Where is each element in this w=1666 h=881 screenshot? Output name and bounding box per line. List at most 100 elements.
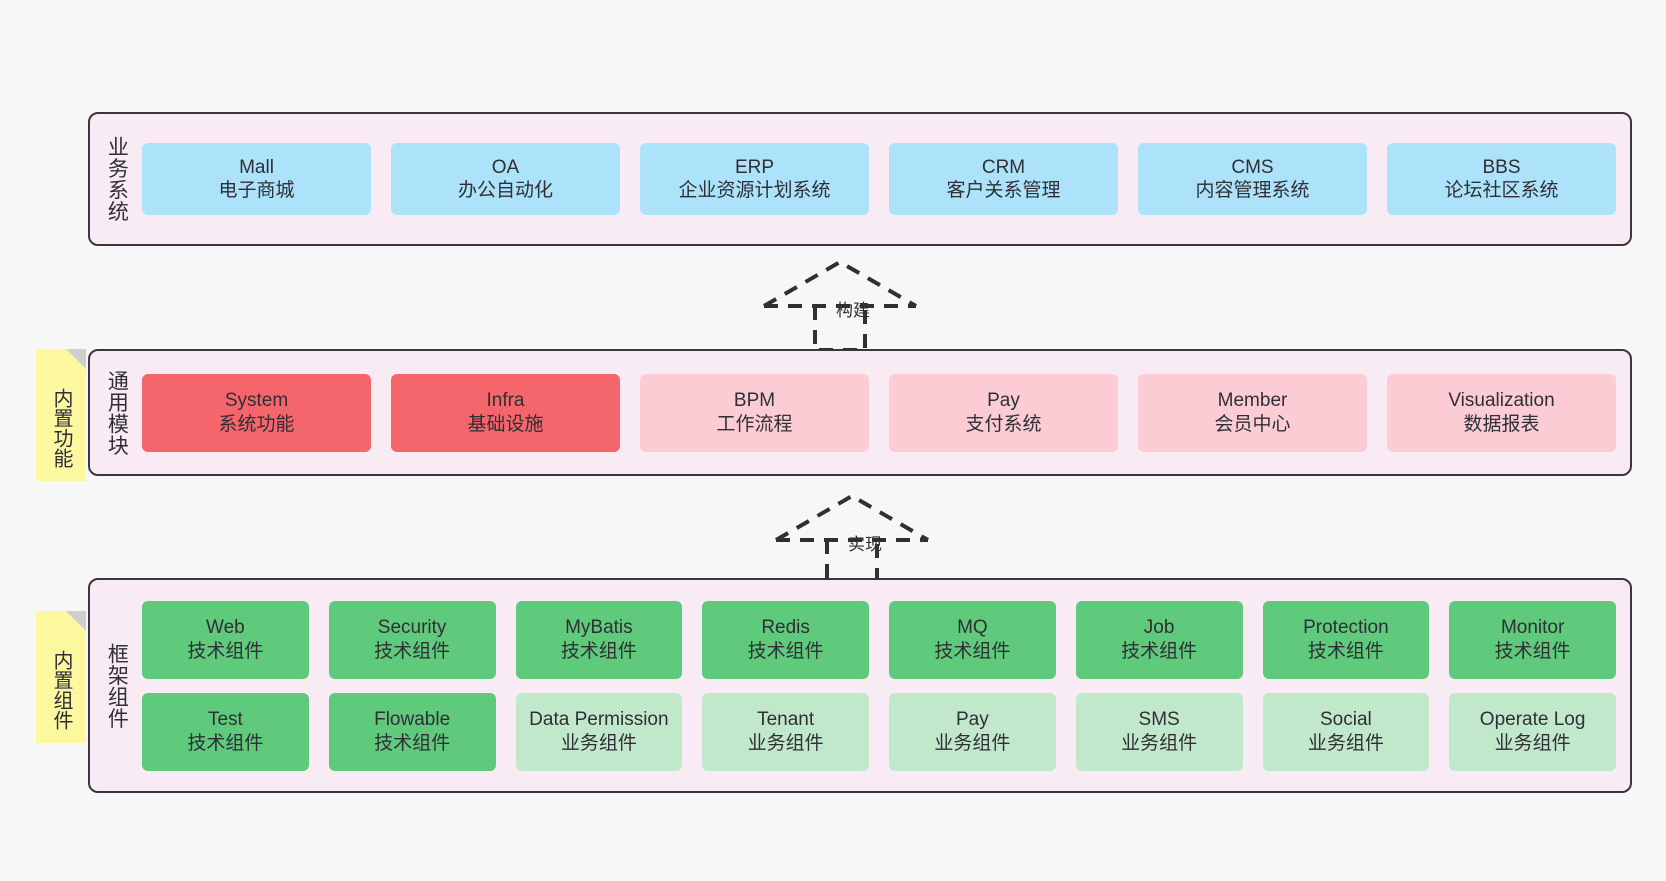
node-crm[interactable]: CRM 客户关系管理 xyxy=(889,143,1118,215)
node-subtitle: 技术组件 xyxy=(1121,640,1198,662)
generalization-arrow-icon xyxy=(762,259,918,352)
node-oa[interactable]: OA 办公自动化 xyxy=(391,143,620,215)
node-sms[interactable]: SMS 业务组件 xyxy=(1075,692,1243,771)
framework-business-row: Test 技术组件 Flowable 技术组件 Data Permission … xyxy=(142,692,1616,771)
node-mybatis[interactable]: MyBatis 技术组件 xyxy=(515,600,683,679)
node-subtitle: 论坛社区系统 xyxy=(1444,180,1559,201)
node-title: Security xyxy=(377,617,447,639)
node-subtitle: 内容管理系统 xyxy=(1195,180,1310,201)
node-web[interactable]: Web 技术组件 xyxy=(142,600,309,679)
node-title: MyBatis xyxy=(565,617,633,639)
layer-body-common: System 系统功能 Infra 基础设施 BPM 工作流程 Pay 支付系统… xyxy=(142,351,1630,474)
business-node-row: Mall 电子商城 OA 办公自动化 ERP 企业资源计划系统 CRM 客户关系… xyxy=(142,143,1616,215)
node-title: Member xyxy=(1217,390,1288,412)
connector-implement-label: 实现 xyxy=(848,535,882,554)
generalization-arrow-icon xyxy=(774,493,930,586)
node-subtitle: 客户关系管理 xyxy=(946,180,1061,201)
node-title: Flowable xyxy=(374,709,451,731)
node-title: ERP xyxy=(734,156,775,178)
layer-business-systems: 业务系统 Mall 电子商城 OA 办公自动化 ERP 企业资源计划系统 CRM xyxy=(88,112,1632,246)
node-subtitle: 技术组件 xyxy=(374,640,451,662)
node-subtitle: 办公自动化 xyxy=(457,180,553,201)
node-title: System xyxy=(224,390,289,412)
node-subtitle: 技术组件 xyxy=(374,732,451,754)
sticky-fold-corner-icon xyxy=(66,611,86,631)
node-operate-log[interactable]: Operate Log 业务组件 xyxy=(1449,692,1616,771)
node-title: Visualization xyxy=(1448,390,1555,412)
node-data-permission[interactable]: Data Permission 业务组件 xyxy=(515,692,683,771)
sticky-note-builtin-components: 内置组件 xyxy=(36,611,86,743)
node-pay-component[interactable]: Pay 业务组件 xyxy=(889,692,1056,771)
node-subtitle: 技术组件 xyxy=(1494,640,1571,662)
connector-implement-arrow: 实现 xyxy=(772,492,932,587)
node-subtitle: 业务组件 xyxy=(560,732,637,754)
layer-title-framework: 框架组件 xyxy=(105,642,129,729)
node-protection[interactable]: Protection 技术组件 xyxy=(1262,600,1430,679)
node-monitor[interactable]: Monitor 技术组件 xyxy=(1449,600,1616,679)
node-title: Pay xyxy=(956,709,989,731)
sticky-label: 内置组件 xyxy=(50,650,72,730)
connector-build-label: 构建 xyxy=(836,301,870,320)
node-subtitle: 电子商城 xyxy=(218,180,295,201)
node-test[interactable]: Test 技术组件 xyxy=(142,692,309,771)
node-subtitle: 技术组件 xyxy=(1307,640,1384,662)
node-mall[interactable]: Mall 电子商城 xyxy=(142,143,371,215)
node-pay[interactable]: Pay 支付系统 xyxy=(889,373,1118,452)
node-title: Job xyxy=(1143,617,1175,639)
node-title: OA xyxy=(491,156,520,178)
node-job[interactable]: Job 技术组件 xyxy=(1075,600,1243,679)
node-mq[interactable]: MQ 技术组件 xyxy=(889,600,1056,679)
node-subtitle: 业务组件 xyxy=(934,732,1011,754)
node-system[interactable]: System 系统功能 xyxy=(142,373,371,452)
node-title: Data Permission xyxy=(529,709,669,731)
layer-common-modules: 通用模块 System 系统功能 Infra 基础设施 BPM 工作流程 Pay xyxy=(88,349,1632,476)
node-subtitle: 支付系统 xyxy=(965,413,1042,435)
node-subtitle: 技术组件 xyxy=(560,640,637,662)
node-title: MQ xyxy=(957,617,988,639)
node-subtitle: 系统功能 xyxy=(218,413,295,435)
node-bpm[interactable]: BPM 工作流程 xyxy=(640,373,869,452)
layer-framework-components: 框架组件 Web 技术组件 Security 技术组件 MyBatis 技术组件… xyxy=(88,578,1632,793)
node-title: Infra xyxy=(486,390,525,412)
node-title: Web xyxy=(206,617,245,639)
node-social[interactable]: Social 业务组件 xyxy=(1262,692,1430,771)
node-title: Monitor xyxy=(1500,617,1565,639)
node-subtitle: 数据报表 xyxy=(1463,413,1540,435)
node-subtitle: 技术组件 xyxy=(187,732,264,754)
layer-title-business: 业务系统 xyxy=(105,136,129,222)
layer-body-framework: Web 技术组件 Security 技术组件 MyBatis 技术组件 Redi… xyxy=(142,580,1630,791)
connector-build-arrow: 构建 xyxy=(760,258,920,353)
node-subtitle: 技术组件 xyxy=(934,640,1011,662)
sticky-fold-corner-icon xyxy=(66,349,86,369)
node-subtitle: 基础设施 xyxy=(467,413,544,435)
layer-title-common: 通用模块 xyxy=(105,369,129,456)
node-subtitle: 会员中心 xyxy=(1214,413,1291,435)
node-title: BBS xyxy=(1482,156,1521,178)
node-flowable[interactable]: Flowable 技术组件 xyxy=(328,692,496,771)
node-subtitle: 技术组件 xyxy=(187,640,264,662)
node-title: CMS xyxy=(1231,156,1274,178)
node-title: Social xyxy=(1320,709,1372,731)
node-title: Pay xyxy=(987,390,1020,412)
node-redis[interactable]: Redis 技术组件 xyxy=(702,600,869,679)
node-cms[interactable]: CMS 内容管理系统 xyxy=(1138,143,1367,215)
node-title: Redis xyxy=(761,617,810,639)
node-subtitle: 技术组件 xyxy=(747,640,824,662)
node-subtitle: 业务组件 xyxy=(1307,732,1384,754)
common-node-row: System 系统功能 Infra 基础设施 BPM 工作流程 Pay 支付系统… xyxy=(142,373,1616,452)
node-subtitle: 业务组件 xyxy=(1494,732,1571,754)
node-title: CRM xyxy=(981,156,1026,178)
node-title: Tenant xyxy=(757,709,815,731)
node-erp[interactable]: ERP 企业资源计划系统 xyxy=(640,143,869,215)
node-bbs[interactable]: BBS 论坛社区系统 xyxy=(1387,143,1616,215)
node-security[interactable]: Security 技术组件 xyxy=(328,600,496,679)
node-member[interactable]: Member 会员中心 xyxy=(1138,373,1367,452)
framework-tech-row: Web 技术组件 Security 技术组件 MyBatis 技术组件 Redi… xyxy=(142,600,1616,679)
node-subtitle: 业务组件 xyxy=(1121,732,1198,754)
node-infra[interactable]: Infra 基础设施 xyxy=(391,373,620,452)
sticky-note-builtin-features: 内置功能 xyxy=(36,349,86,481)
node-title: BPM xyxy=(733,390,776,412)
node-tenant[interactable]: Tenant 业务组件 xyxy=(702,692,869,771)
node-title: Operate Log xyxy=(1479,709,1586,731)
node-visualization[interactable]: Visualization 数据报表 xyxy=(1387,373,1616,452)
